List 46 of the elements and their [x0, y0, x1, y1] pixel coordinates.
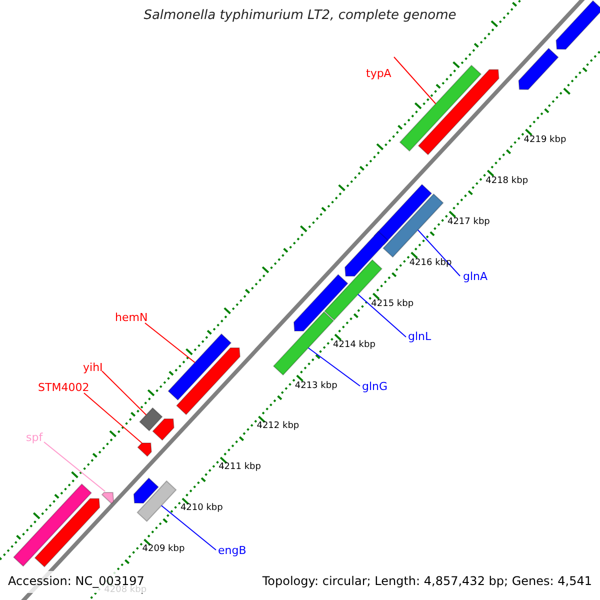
gene-feature: [168, 333, 232, 401]
gene-feature: [139, 407, 163, 432]
tick-label: 4215 kbp: [371, 298, 414, 308]
leader-line: [44, 442, 106, 492]
gene-feature: [152, 418, 174, 441]
gene-label: hemN: [115, 311, 148, 324]
gene-feature: [136, 480, 177, 522]
gene-feature: [34, 498, 100, 568]
gene-label: yihI: [83, 361, 103, 374]
leader-line: [417, 230, 460, 276]
gene-feature: [12, 483, 92, 567]
tick-label: 4217 kbp: [447, 216, 490, 227]
gene-label: typA: [366, 67, 392, 80]
gene-label: spf: [26, 431, 43, 444]
gene-feature: [101, 492, 114, 504]
gene-feature: [176, 347, 240, 416]
leader-line: [358, 294, 406, 338]
gene-label: glnL: [408, 330, 432, 343]
gene-feature: [518, 48, 559, 90]
title: Salmonella typhimurium LT2, complete genome: [144, 8, 456, 23]
leader-line: [144, 322, 196, 364]
gene-label: glnG: [362, 380, 388, 393]
gene-feature: [556, 0, 600, 50]
gene-feature: [272, 311, 334, 376]
tick-label: 4218 kbp: [486, 176, 528, 186]
genome-info-text: Topology: circular; Length: 4,857,432 bp; Genes: 4,541: [262, 574, 592, 588]
tick-label: 4209 kbp: [142, 544, 185, 554]
gene-label: glnA: [463, 270, 488, 283]
leader-line: [394, 56, 436, 104]
leader-line: [84, 392, 142, 444]
leader-line: [102, 370, 147, 416]
gene-feature: [399, 64, 482, 152]
gene-feature: [344, 230, 389, 277]
tick-label: 4212 kbp: [256, 421, 300, 432]
tick-label: 4211 kbp: [218, 462, 261, 472]
gene-feature: [133, 477, 160, 504]
gene-label: STM4002: [38, 381, 90, 394]
gene-feature: [137, 442, 152, 457]
gene-feature: [418, 69, 500, 156]
leader-line: [308, 347, 360, 386]
gene-label: engB: [218, 544, 246, 557]
tick-label: 4210 kbp: [180, 503, 223, 514]
tick-label: 4214 kbp: [333, 340, 376, 350]
gene-feature: [382, 193, 444, 258]
gene-feature: [293, 274, 348, 332]
tick-label: 4219 kbp: [524, 134, 566, 145]
